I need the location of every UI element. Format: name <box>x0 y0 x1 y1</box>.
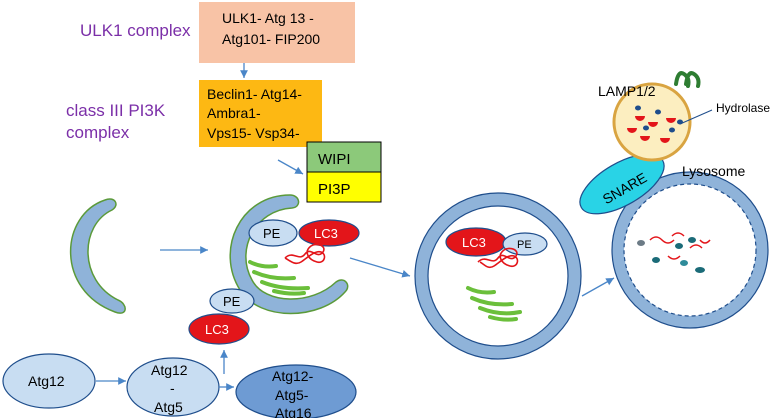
hydrolase-label: Hydrolase <box>716 101 770 115</box>
atg12-atg5-line2: - <box>170 380 175 396</box>
lc3-ellipse-lower <box>188 313 250 345</box>
expanding-phagophore <box>229 194 349 315</box>
beclin-box-line2: Ambra1- <box>207 105 261 121</box>
beclin-box-line1: Beclin1- Atg14- <box>207 86 302 102</box>
atg12-atg5-atg16-line2: Atg5- <box>275 387 309 403</box>
pi3p-label: PI3P <box>318 181 351 198</box>
atg12-atg5-atg16-line1: Atg12- <box>272 368 314 384</box>
beclin-complex-box <box>199 80 322 147</box>
pe-ellipse-lower <box>209 288 255 314</box>
atg12-label: Atg12 <box>28 373 65 389</box>
lamp-label: LAMP1/2 <box>598 83 656 99</box>
ulk1-complex-label: ULK1 complex <box>80 21 191 40</box>
atg12-atg5-atg16-line3: Atg16 <box>275 405 312 418</box>
ulk1-complex-box <box>199 2 355 63</box>
cargo-organelle-green <box>248 260 310 296</box>
cargo-protein-squiggle <box>284 243 326 265</box>
autophagosome-cargo-green <box>466 286 522 322</box>
lc3-label-lower: LC3 <box>205 322 229 337</box>
phagophore-crescent <box>69 198 126 314</box>
atg12-atg5-line3: Atg5 <box>154 399 183 415</box>
pe-ellipse-phagophore <box>248 219 298 247</box>
atg12-atg5-line1: Atg12 <box>151 362 188 378</box>
ulk1-box-line2: Atg101- FIP200 <box>222 31 320 47</box>
lc3-label-phagophore: LC3 <box>314 226 338 241</box>
lysosome-label: Lysosome <box>682 163 746 179</box>
hydrolase-enzymes <box>627 105 683 143</box>
autophagosome-inner <box>427 205 569 347</box>
ulk1-box-line1: ULK1- Atg 13 - <box>222 10 314 26</box>
wipi-label: WIPI <box>318 151 351 168</box>
pe-label-autophagosome: PE <box>517 239 532 251</box>
atg12-atg5-atg16-ellipse <box>235 364 357 418</box>
autophagosome-cargo-squiggle <box>477 247 519 269</box>
pe-label-phagophore: PE <box>263 226 281 241</box>
pe-label-lower: PE <box>223 294 241 309</box>
snare-ellipse <box>579 153 665 215</box>
beclin-box-line3: Vps15- Vsp34- <box>207 125 300 141</box>
pi3p-box <box>306 171 382 203</box>
class3-complex-label: complex <box>66 123 130 142</box>
atg12-ellipse <box>2 353 96 409</box>
autolysosome-inner <box>623 183 757 317</box>
arrow-phagophore-to-autophagosome <box>349 257 411 278</box>
hydrolase-pointer <box>679 109 713 125</box>
arrow-autophagosome-to-autolysosome <box>581 277 615 297</box>
class3-pi3k-label: class III PI3K <box>66 101 166 120</box>
lc3-label-autophagosome: LC3 <box>462 235 486 250</box>
arrow-beclin-to-wipi <box>277 159 304 175</box>
autolysosome-fragments <box>637 232 711 273</box>
lamp-glycoprotein-icon <box>674 71 701 88</box>
lc3-ellipse-phagophore <box>298 219 360 247</box>
